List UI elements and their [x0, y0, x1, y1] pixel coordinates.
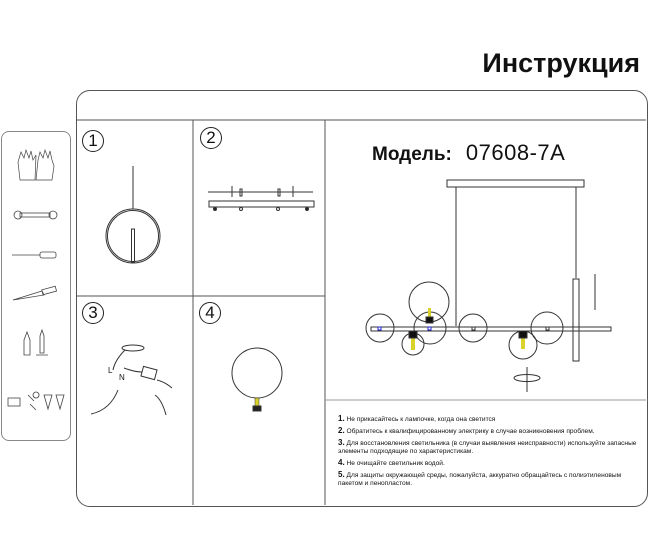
step-4-number: 4: [199, 302, 221, 324]
wall-plugs-icon: [23, 328, 48, 356]
ceiling-plate-drawing: [208, 186, 315, 211]
gloves-icon: [17, 148, 55, 181]
wire-label-n: N: [119, 373, 125, 382]
note-item: 4. Не очищайте светильник водой.: [338, 458, 445, 468]
screwdriver-icon: [12, 251, 57, 259]
model-value: 07608-7A: [465, 140, 566, 165]
instruction-frame: [76, 90, 648, 507]
safety-notes: 1. Не прикасайтесь к лампочке, когда она…: [338, 415, 638, 491]
accessories-icon: [7, 391, 65, 411]
note-item: 2. Обратитесь к квалифицированному элект…: [338, 426, 595, 436]
model-info: Модель: 07608-7A: [372, 140, 565, 166]
step-2-number: 2: [200, 127, 222, 149]
wrench-icon: [13, 210, 58, 220]
page-title: Инструкция: [482, 48, 640, 78]
wire-label-l: L: [108, 366, 113, 375]
ring-pendant-drawing: [105, 166, 161, 264]
step-1-number: 1: [82, 130, 104, 152]
tools-panel: [1, 131, 71, 441]
bulb-drawing: [231, 347, 283, 412]
note-item: 5. Для защиты окружающей среды, пожалуйс…: [338, 470, 622, 488]
step-3-number: 3: [82, 302, 104, 324]
knife-icon: [12, 285, 58, 301]
note-item: 1. Не прикасайтесь к лампочке, когда она…: [338, 414, 496, 424]
chandelier-drawing: [365, 179, 612, 392]
model-label: Модель:: [372, 144, 452, 165]
note-item: 3. Для восстановления светильника (в слу…: [338, 438, 637, 456]
wiring-drawing: [90, 344, 173, 416]
